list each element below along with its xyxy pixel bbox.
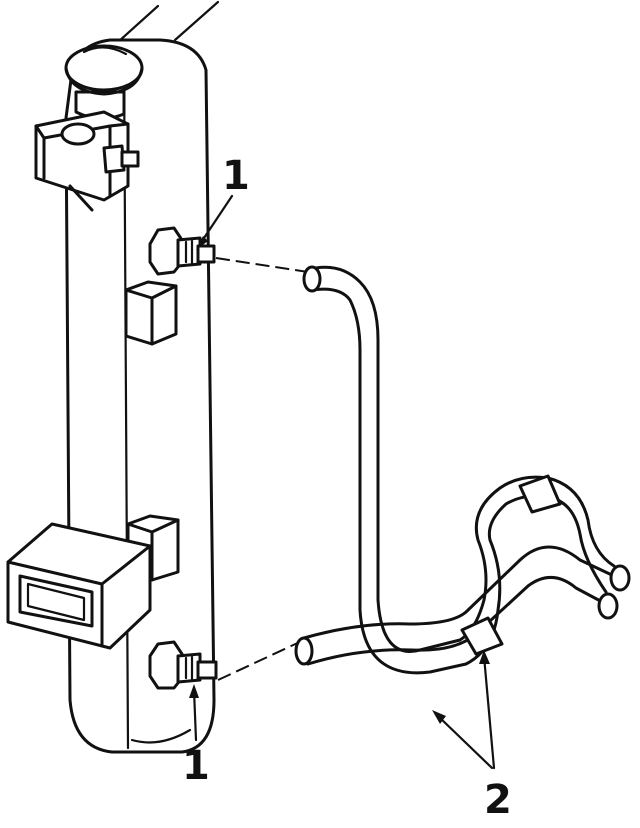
- callout-1-upper: 1: [222, 153, 250, 199]
- lower-fitting: [148, 640, 218, 690]
- radiator-top-lines: [116, 0, 220, 44]
- radiator-cap: [64, 44, 144, 120]
- leader-lines: [189, 194, 496, 770]
- callout-2: 2: [484, 777, 512, 823]
- upper-bracket: [34, 110, 140, 212]
- assembly-line-upper: [215, 257, 309, 273]
- lower-bracket: [6, 522, 152, 650]
- callout-1-lower: 1: [182, 743, 210, 789]
- assembly-line-lower: [217, 639, 305, 681]
- cooler-hoses: [294, 265, 631, 675]
- upper-fitting: [148, 226, 216, 276]
